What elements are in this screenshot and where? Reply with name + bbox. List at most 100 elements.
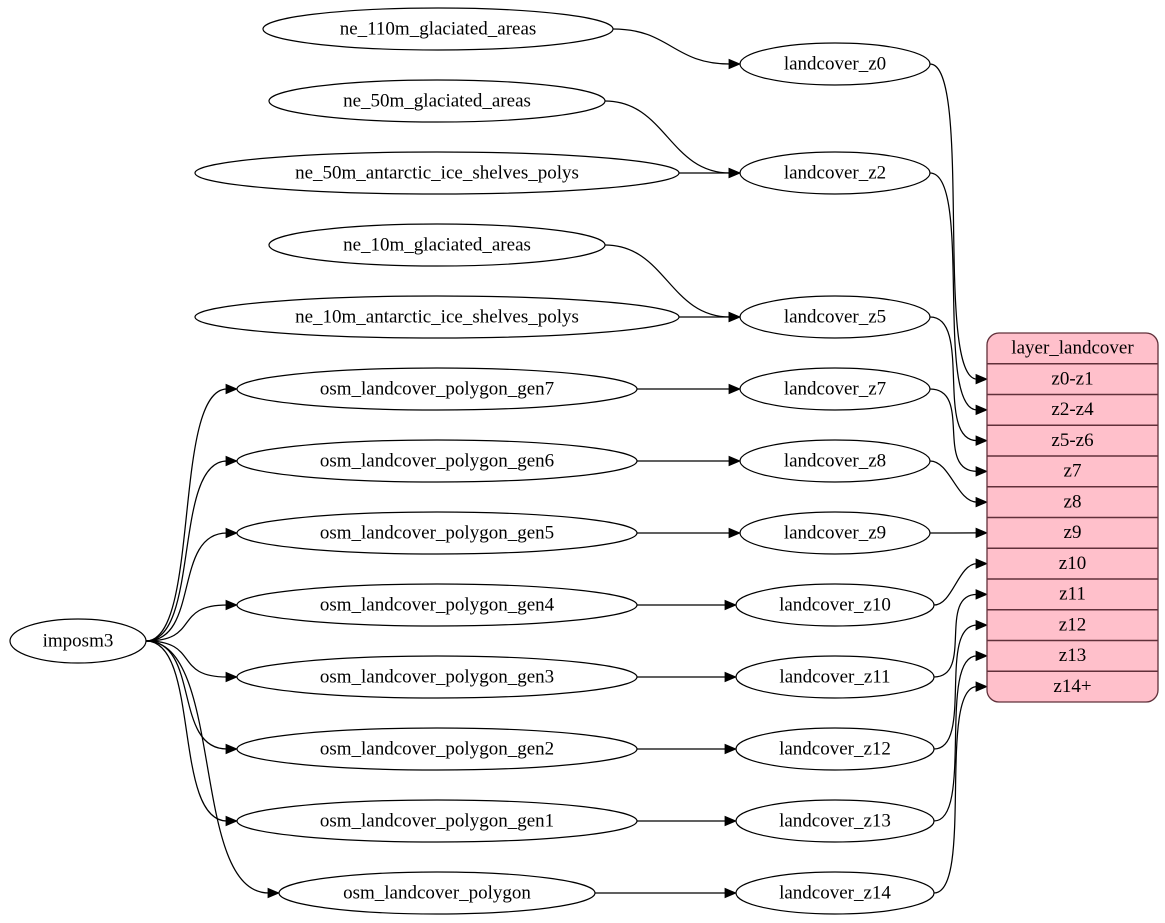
node-label: osm_landcover_polygon_gen1: [320, 810, 554, 831]
table-row[interactable]: z7: [1064, 461, 1082, 482]
node-ne_50m_antarctic_ice_shelves_polys[interactable]: ne_50m_antarctic_ice_shelves_polys: [194, 151, 680, 195]
node-landcover_z0[interactable]: landcover_z0: [739, 42, 931, 86]
landcover-node-ellipse: [735, 871, 935, 915]
table-row-label: z5-z6: [1051, 430, 1093, 451]
node-landcover_z5[interactable]: landcover_z5: [739, 295, 931, 339]
table-row-label: z11: [1059, 584, 1086, 605]
landcover-node-ellipse: [735, 583, 935, 627]
node-imposm3[interactable]: imposm3: [9, 618, 147, 664]
edge-landcover_z10-to-z10: [933, 563, 978, 606]
edge-landcover_z8-to-z8: [929, 460, 978, 503]
node-ne_10m_glaciated_areas[interactable]: ne_10m_glaciated_areas: [268, 223, 606, 267]
node-label: landcover_z13: [779, 810, 891, 831]
edge-landcover_z14-to-z14+: [933, 686, 978, 894]
edge-osm_landcover_polygon_gen7-to-landcover_z7-arrow: [728, 383, 742, 395]
node-osm_landcover_polygon_gen5[interactable]: osm_landcover_polygon_gen5: [236, 511, 638, 555]
edge-imposm3-to-osm_landcover_polygon: [145, 640, 270, 894]
landcover-node-ellipse: [735, 655, 935, 699]
node-osm_landcover_polygon_gen3[interactable]: osm_landcover_polygon_gen3: [236, 655, 638, 699]
node-label: landcover_z8: [784, 450, 886, 471]
nodes-layer: imposm3 ne_110m_glaciated_areas ne_50m_gla…: [9, 7, 935, 915]
node-landcover_z13[interactable]: landcover_z13: [735, 799, 935, 843]
node-osm_landcover_polygon_gen1[interactable]: osm_landcover_polygon_gen1: [236, 799, 638, 843]
edge-osm_landcover_polygon-to-landcover_z14-arrow: [724, 887, 738, 899]
landcover-node-ellipse: [739, 42, 931, 86]
table-row[interactable]: z5-z6: [1051, 430, 1093, 451]
node-ne_110m_glaciated_areas[interactable]: ne_110m_glaciated_areas: [262, 7, 614, 51]
node-label: ne_50m_glaciated_areas: [343, 90, 531, 111]
edge-landcover_z5-to-z5-z6: [929, 316, 978, 442]
node-osm_landcover_polygon_gen7[interactable]: osm_landcover_polygon_gen7: [236, 367, 638, 411]
table-row[interactable]: z13: [1059, 645, 1086, 666]
table-row[interactable]: z14+: [1053, 676, 1091, 697]
table-row[interactable]: z9: [1064, 522, 1082, 543]
node-landcover_z14[interactable]: landcover_z14: [735, 871, 935, 915]
natural-earth-node-ellipse: [194, 151, 680, 195]
table-row[interactable]: z10: [1059, 553, 1086, 574]
edge-imposm3-to-osm_landcover_polygon_gen7-arrow: [225, 383, 239, 395]
table-row[interactable]: z12: [1059, 614, 1086, 635]
node-landcover_z11[interactable]: landcover_z11: [735, 655, 935, 699]
natural-earth-node-ellipse: [268, 79, 606, 123]
edge-imposm3-to-osm_landcover_polygon_gen6-arrow: [225, 455, 239, 467]
node-landcover_z10[interactable]: landcover_z10: [735, 583, 935, 627]
osm-node-ellipse: [236, 367, 638, 411]
edge-imposm3-to-osm_landcover_polygon_gen4-arrow: [225, 599, 239, 611]
edge-imposm3-to-osm_landcover_polygon_gen1-arrow: [225, 815, 239, 827]
layer-landcover-table-group[interactable]: layer_landcover z0-z1 z2-z4 z5-z6 z7 z8 z9 z10 z…: [986, 332, 1159, 703]
edge-imposm3-to-osm_landcover_polygon_gen1: [145, 640, 228, 822]
edge-landcover_z0-to-z0-z1-arrow: [975, 373, 989, 385]
table-row[interactable]: z2-z4: [1051, 399, 1094, 420]
edge-landcover_z13-to-z13-arrow: [975, 650, 989, 662]
node-label: ne_110m_glaciated_areas: [340, 18, 537, 39]
edge-osm_landcover_polygon_gen5-to-landcover_z9-arrow: [728, 527, 742, 539]
node-landcover_z8[interactable]: landcover_z8: [739, 439, 931, 483]
node-label: landcover_z12: [779, 738, 891, 759]
edge-landcover_z9-to-z9-arrow: [975, 527, 989, 539]
table-row-label: z14+: [1053, 676, 1091, 697]
node-osm_landcover_polygon_gen4[interactable]: osm_landcover_polygon_gen4: [236, 583, 638, 627]
table-row-label: z7: [1064, 461, 1082, 482]
node-label: landcover_z11: [779, 666, 890, 687]
source-node-ellipse: [9, 618, 147, 664]
edge-landcover_z8-to-z8-arrow: [975, 496, 989, 508]
edge-osm_landcover_polygon_gen1-to-landcover_z13-arrow: [724, 815, 738, 827]
edge-landcover_z2-to-z2-z4-arrow: [975, 404, 989, 416]
node-osm_landcover_polygon_gen2[interactable]: osm_landcover_polygon_gen2: [236, 727, 638, 771]
table-row[interactable]: z0-z1: [1051, 368, 1093, 389]
landcover-node-ellipse: [735, 799, 935, 843]
table-row[interactable]: z8: [1064, 491, 1082, 512]
node-landcover_z12[interactable]: landcover_z12: [735, 727, 935, 771]
osm-node-ellipse: [236, 439, 638, 483]
table-row[interactable]: z11: [1059, 584, 1086, 605]
node-ne_50m_glaciated_areas[interactable]: ne_50m_glaciated_areas: [268, 79, 606, 123]
node-landcover_z7[interactable]: landcover_z7: [739, 367, 931, 411]
osm-node-ellipse: [236, 799, 638, 843]
landcover-node-ellipse: [739, 439, 931, 483]
node-osm_landcover_polygon[interactable]: osm_landcover_polygon: [278, 871, 596, 915]
node-label: osm_landcover_polygon_gen6: [320, 450, 554, 471]
edge-landcover_z5-to-z5-z6-arrow: [975, 435, 989, 446]
table-header-label: layer_landcover: [1011, 338, 1134, 359]
landcover-node-ellipse: [739, 151, 931, 195]
table-row-label: z0-z1: [1051, 368, 1093, 389]
table-row-label: z13: [1059, 645, 1086, 666]
node-label: osm_landcover_polygon_gen5: [320, 522, 554, 543]
node-landcover_z2[interactable]: landcover_z2: [739, 151, 931, 195]
node-ne_10m_antarctic_ice_shelves_polys[interactable]: ne_10m_antarctic_ice_shelves_polys: [194, 295, 680, 339]
node-landcover_z9[interactable]: landcover_z9: [739, 511, 931, 555]
node-label: ne_50m_antarctic_ice_shelves_polys: [295, 162, 579, 183]
osm-node-ellipse: [236, 655, 638, 699]
edge-ne_50m_antarctic_ice_shelves_polys-to-landcover_z2-arrow: [728, 167, 742, 179]
natural-earth-node-ellipse: [262, 7, 614, 51]
edge-landcover_z11-to-z11: [933, 593, 978, 678]
node-label: osm_landcover_polygon: [343, 882, 531, 903]
landcover-node-ellipse: [739, 511, 931, 555]
node-osm_landcover_polygon_gen6[interactable]: osm_landcover_polygon_gen6: [236, 439, 638, 483]
table-row-label: z2-z4: [1051, 399, 1094, 420]
edge-ne_10m_antarctic_ice_shelves_polys-to-landcover_z5-arrow: [728, 311, 742, 323]
node-label: imposm3: [43, 630, 114, 651]
node-label: osm_landcover_polygon_gen3: [320, 666, 554, 687]
edge-imposm3-to-osm_landcover_polygon_gen3: [145, 640, 228, 678]
edge-imposm3-to-osm_landcover_polygon_gen5-arrow: [225, 527, 239, 539]
